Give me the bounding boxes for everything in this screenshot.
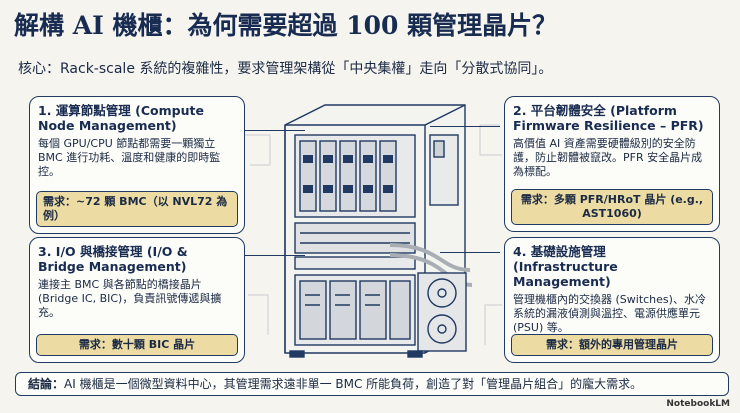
conclusion-bar: 結論：AI 機櫃是一個微型資料中心，其管理需求遠非單一 BMC 所能負荷，創造了… [15,372,729,396]
page-title: 解構 AI 機櫃：為何需要超過 100 顆管理晶片？ [14,11,558,40]
card-need: 需求：多顆 PFR/HRoT 晶片 (e.g., AST1060) [511,189,713,225]
card-title: 1. 運算節點管理 (Compute Node Management) [38,103,204,133]
leader-line-2 [430,126,500,127]
rack-illustration [245,104,502,358]
card-title: 4. 基礎設施管理 (Infrastructure Management) [513,244,618,289]
card-need: 需求：~72 顆 BMC（以 NVL72 為例） [36,191,238,227]
card-body: 連接主 BMC 與各節點的橋接晶片 (Bridge IC, BIC)，負責訊號傳… [38,278,222,319]
card-infrastructure: 4. 基礎設施管理 (Infrastructure Management) 管理… [504,237,720,363]
page-subtitle: 核心：Rack-scale 系統的複雜性，要求管理架構從「中央集權」走向「分散式… [18,61,553,77]
leader-line-3 [245,255,305,256]
conclusion-label: 結論： [28,377,65,391]
leader-line-1 [245,130,305,131]
card-body: 管理機櫃內的交換器 (Switches)、水冷系統的漏液偵測與溫控、電源供應單元… [513,293,706,334]
conclusion-text: AI 機櫃是一個微型資料中心，其管理需求遠非單一 BMC 所能負荷，創造了對「管… [64,377,643,391]
card-io-bridge: 3. I/O 與橋接管理 (I/O & Bridge Management) 連… [29,237,245,363]
notebooklm-logo: NotebookLM [666,399,730,409]
card-body: 高價值 AI 資產需要硬體級別的安全防護，防止韌體被竄改。PFR 安全晶片成為標… [513,137,703,178]
card-title: 2. 平台韌體安全 (Platform Firmware Resilience … [513,103,704,133]
card-need: 需求：額外的專用管理晶片 [511,334,713,356]
card-compute-node: 1. 運算節點管理 (Compute Node Management) 每個 G… [29,96,245,234]
leader-line-4 [440,252,500,253]
card-need: 需求：數十顆 BIC 晶片 [36,334,238,356]
card-title: 3. I/O 與橋接管理 (I/O & Bridge Management) [38,244,188,274]
card-body: 每個 GPU/CPU 節點都需要一顆獨立 BMC 進行功耗、溫度和健康的即時監控… [38,137,221,178]
card-pfr: 2. 平台韌體安全 (Platform Firmware Resilience … [504,96,720,232]
